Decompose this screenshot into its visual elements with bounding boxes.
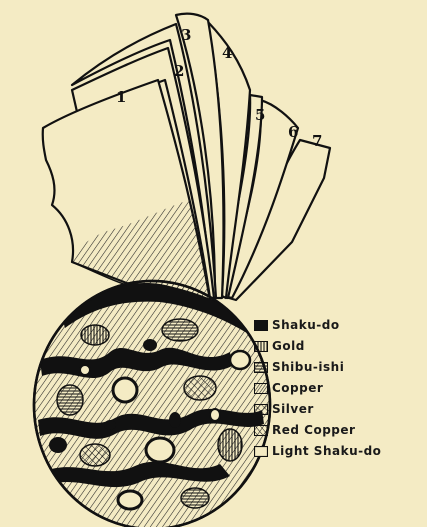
diagonal-lines-swatch-icon (254, 383, 268, 394)
sheet-number-3: 3 (181, 26, 191, 44)
metal-legend: Shaku-do Gold Shibu-ishi Copper Silver R… (254, 315, 424, 462)
cut-disc (34, 281, 270, 527)
sheet-number-1: 1 (116, 88, 126, 106)
sheet-number-2: 2 (174, 62, 184, 80)
legend-label: Copper (272, 381, 323, 395)
legend-item-copper: Copper (254, 378, 424, 398)
sheet-number-4: 4 (222, 44, 232, 62)
cross-hatch-swatch-icon (254, 404, 268, 415)
legend-item-red-copper: Red Copper (254, 420, 424, 440)
legend-item-shibu-ishi: Shibu-ishi (254, 357, 424, 377)
legend-label: Light Shaku-do (272, 444, 381, 458)
dotted-diagonal-swatch-icon (254, 425, 268, 436)
legend-label: Shibu-ishi (272, 360, 344, 374)
legend-item-shaku-do: Shaku-do (254, 315, 424, 335)
legend-item-silver: Silver (254, 399, 424, 419)
legend-item-gold: Gold (254, 336, 424, 356)
legend-label: Silver (272, 402, 314, 416)
legend-label: Shaku-do (272, 318, 340, 332)
legend-item-light-shaku-do: Light Shaku-do (254, 441, 424, 461)
horizontal-lines-swatch-icon (254, 362, 268, 373)
legend-label: Gold (272, 339, 305, 353)
sheet-number-6: 6 (288, 123, 298, 141)
sheet-number-5: 5 (255, 106, 265, 124)
sheet-number-7: 7 (312, 132, 322, 150)
solid-black-swatch-icon (254, 320, 268, 331)
vertical-lines-swatch-icon (254, 341, 268, 352)
legend-label: Red Copper (272, 423, 355, 437)
empty-box-swatch-icon (254, 446, 268, 457)
